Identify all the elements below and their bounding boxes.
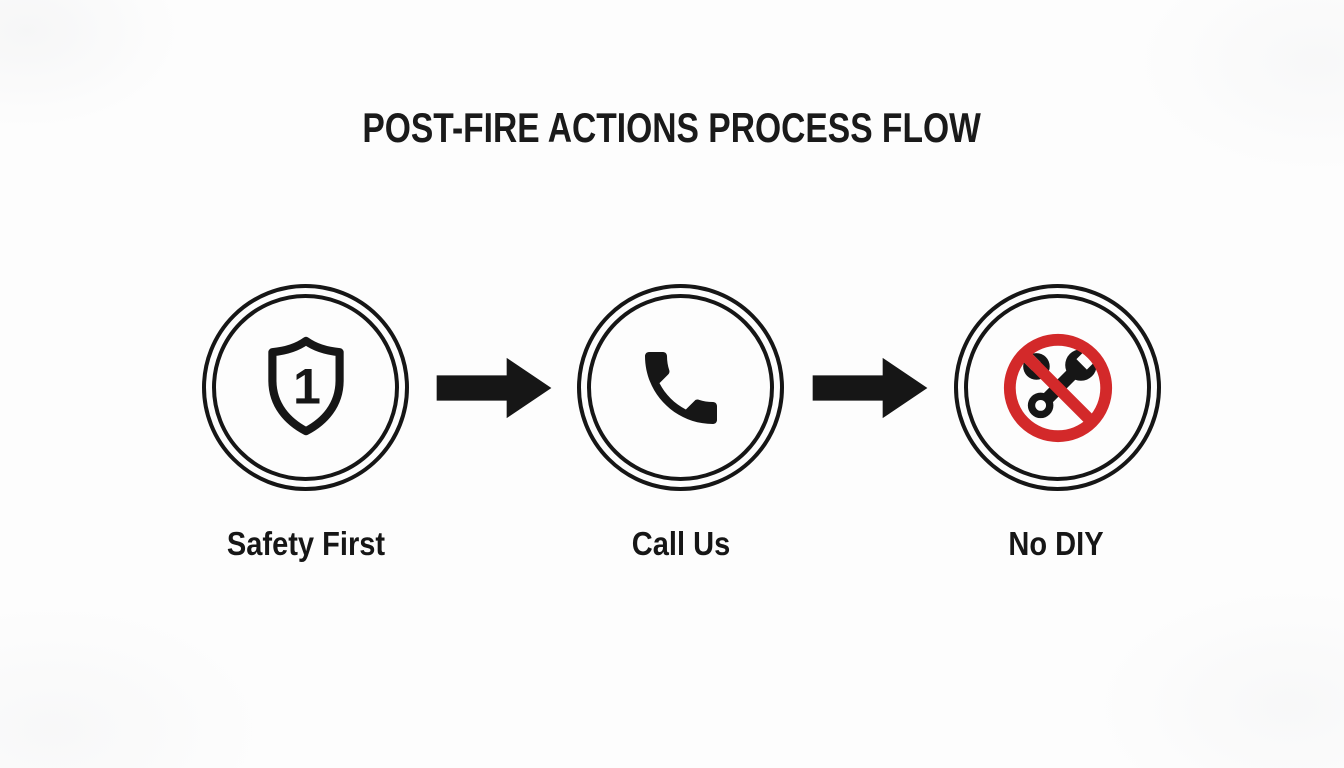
step-label-call-us: Call Us (631, 525, 731, 562)
phone-icon (644, 351, 717, 424)
prohibition-sign (1003, 333, 1112, 442)
step-circle-call-us (577, 284, 784, 491)
step-label-safety-first: Safety First (226, 525, 386, 562)
arrow-right-icon (436, 357, 552, 419)
diagram-title: POST-FIRE ACTIONS PROCESS FLOW (0, 104, 1344, 152)
diagram-title-text: POST-FIRE ACTIONS PROCESS FLOW (362, 104, 982, 151)
arrow-right-icon (812, 357, 928, 419)
shield-number-text: 1 (293, 358, 321, 414)
shield-number-1-icon: 1 (267, 336, 344, 435)
step-circle-no-diy (954, 284, 1161, 491)
step-label-no-diy: No DIY (1008, 525, 1104, 562)
step-circle-safety-first: 1 (202, 284, 409, 491)
step-circle-inner-ring (964, 294, 1151, 481)
no-tools-icon (1003, 333, 1112, 442)
step-circle-inner-ring (587, 294, 774, 481)
step-circle-inner-ring: 1 (212, 294, 399, 481)
